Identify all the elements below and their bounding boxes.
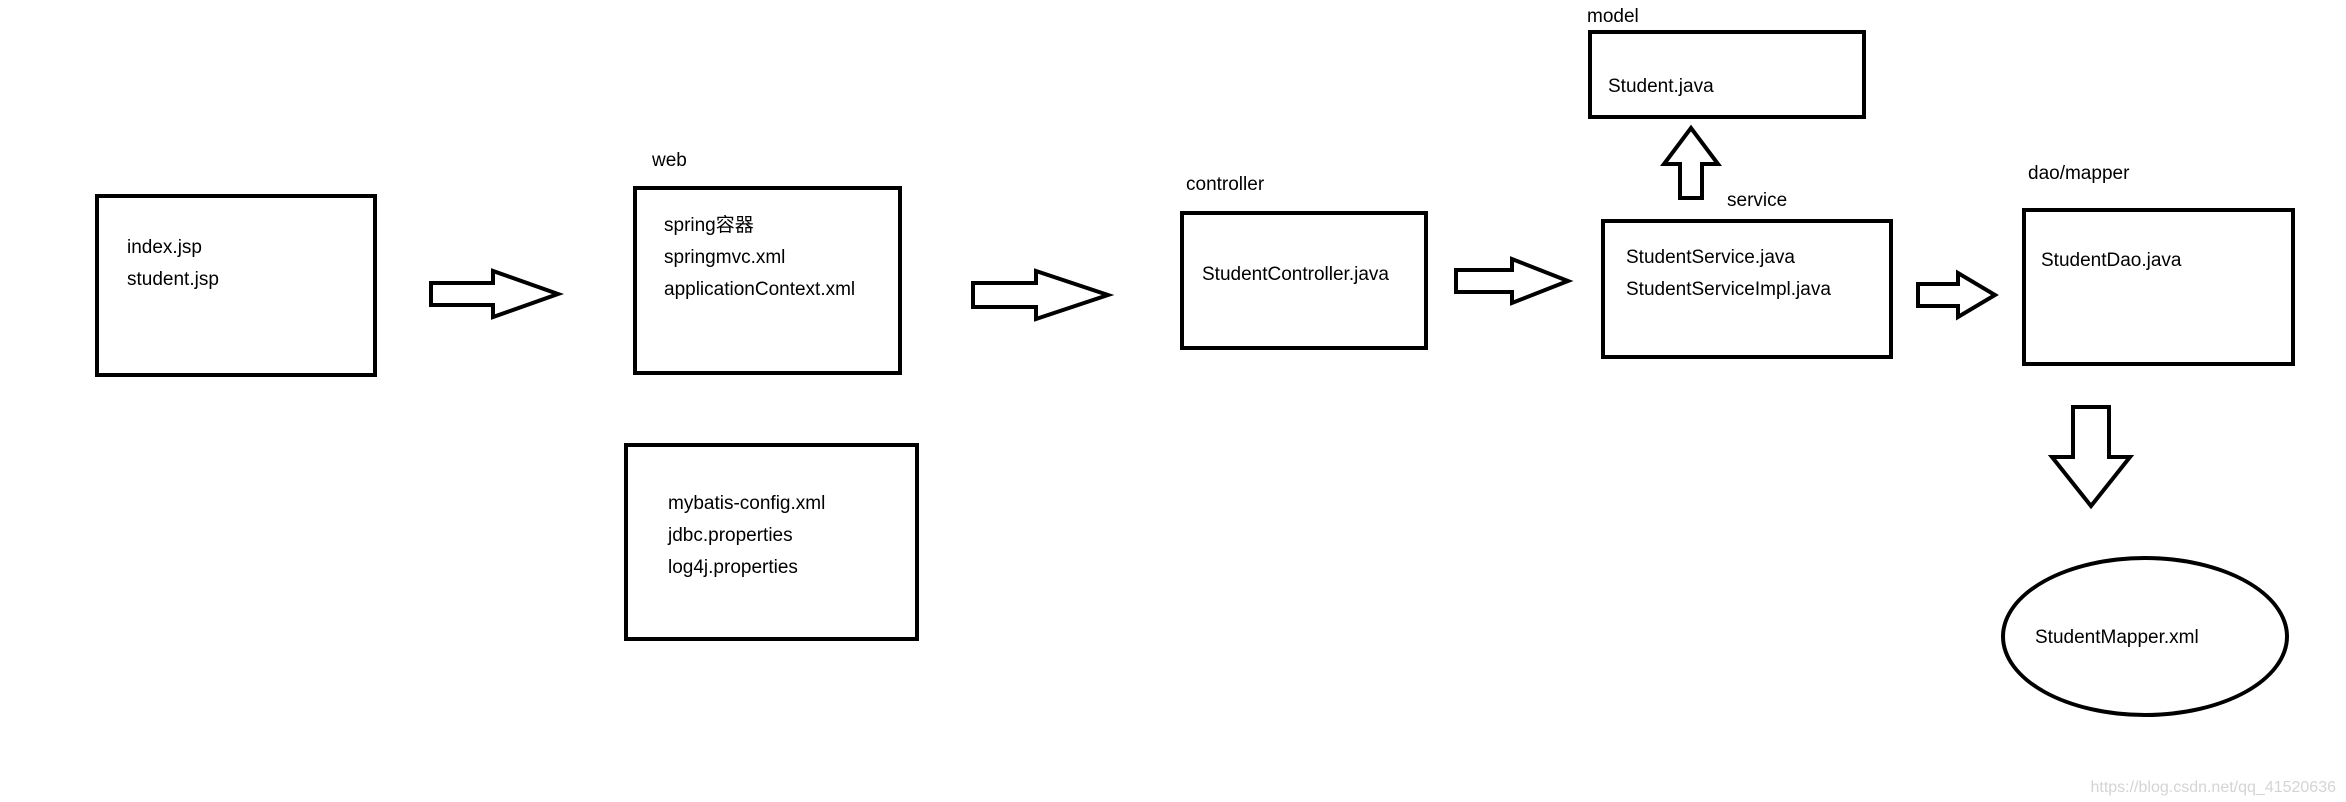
arrow-controller-to-service [1454, 256, 1574, 306]
node-dao-label: dao/mapper [2028, 163, 2130, 184]
node-config-line: jdbc.properties [668, 525, 793, 546]
arrow-web-to-controller [971, 268, 1115, 322]
arrow-service-to-model [1660, 124, 1722, 200]
node-service-line: StudentService.java [1626, 247, 1795, 268]
node-config-line: mybatis-config.xml [668, 493, 826, 514]
node-service-line: StudentServiceImpl.java [1626, 279, 1831, 300]
node-jsp-line: student.jsp [127, 269, 219, 290]
node-controller-label: controller [1186, 174, 1265, 195]
node-mapper: StudentMapper.xml [2001, 556, 2289, 717]
node-service: StudentService.java StudentServiceImpl.j… [1601, 219, 1893, 359]
node-config-line: log4j.properties [668, 557, 798, 578]
node-web: spring容器 springmvc.xml applicationContex… [633, 186, 902, 375]
node-service-label: service [1727, 190, 1788, 211]
node-model: Student.java [1588, 30, 1866, 119]
node-mapper-line: StudentMapper.xml [2035, 627, 2199, 648]
node-jsp-line: index.jsp [127, 237, 202, 258]
node-controller-line: StudentController.java [1202, 264, 1389, 285]
node-controller: StudentController.java [1180, 211, 1428, 350]
watermark-text: https://blog.csdn.net/qq_41520636 [2090, 779, 2336, 796]
arrow-service-to-dao [1916, 269, 1999, 321]
node-config: mybatis-config.xml jdbc.properties log4j… [624, 443, 919, 641]
node-model-label: model [1587, 6, 1639, 27]
node-web-line: applicationContext.xml [664, 279, 856, 300]
node-web-line: springmvc.xml [664, 247, 786, 268]
arrow-dao-to-mapper [2047, 405, 2135, 510]
arrow-jsp-to-web [429, 268, 564, 320]
node-jsp: index.jsp student.jsp [95, 194, 377, 377]
node-model-line: Student.java [1608, 76, 1714, 97]
node-dao: StudentDao.java [2022, 208, 2295, 366]
node-dao-line: StudentDao.java [2041, 250, 2182, 271]
node-web-line: spring容器 [664, 215, 754, 236]
node-web-label: web [652, 150, 687, 171]
